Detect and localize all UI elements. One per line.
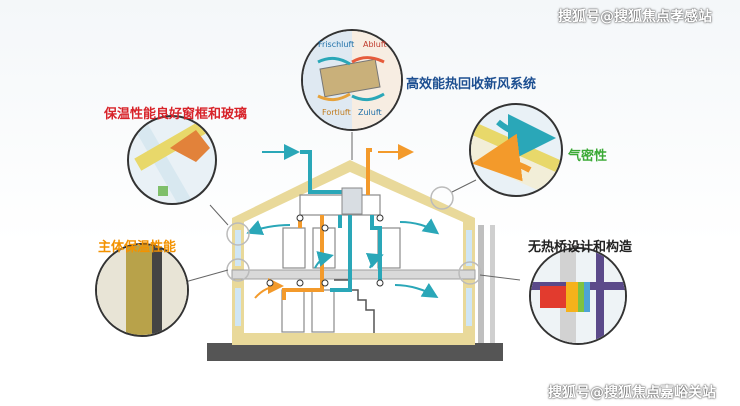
hrv-label-frischluft: Frischluft	[318, 40, 355, 49]
label-window-glazing: 保温性能良好窗框和玻璃	[104, 107, 248, 122]
facade-post	[478, 225, 484, 343]
window-lower-left	[235, 288, 241, 326]
leader-lines	[184, 132, 521, 283]
hrv-box	[341, 187, 363, 215]
hrv-label-abluft: Abluft	[363, 40, 387, 49]
hrv-label-fortluft: Fortluft	[322, 108, 351, 117]
detail-airtight	[469, 103, 563, 197]
exhaust-duct-outlet	[366, 148, 372, 195]
ground-slab	[207, 343, 503, 361]
detail-window-frame	[127, 115, 217, 205]
label-insulation: 主体保温性能	[98, 240, 177, 255]
fresh-air-duct-intake	[300, 150, 345, 194]
hrv-label-zuluft: Zuluft	[358, 108, 382, 117]
callout-focus-rings	[226, 186, 482, 285]
facade-post-2	[490, 225, 495, 343]
window-lower-right	[466, 288, 472, 326]
detail-thermal-bridge	[529, 247, 627, 345]
label-thermal-bridge: 无热桥设计和构造	[528, 240, 633, 255]
airflow-arrows	[246, 144, 440, 299]
floor-slab	[231, 269, 476, 280]
label-heat-recovery: 高效能热回收新风系统	[406, 77, 537, 92]
exhaust-duct-lower	[282, 215, 324, 300]
house-interior	[244, 172, 463, 333]
window-upper-right	[466, 230, 472, 266]
window-upper-left	[235, 230, 241, 266]
vent-markers	[266, 214, 384, 287]
watermark-bottom: 搜狐号@搜狐焦点嘉峪关站	[548, 385, 716, 401]
label-airtight: 气密性	[568, 149, 608, 164]
detail-insulation	[95, 243, 189, 337]
watermark-top: 搜狐号@搜狐焦点孝感站	[558, 9, 712, 25]
fresh-air-duct-supply	[330, 215, 352, 292]
